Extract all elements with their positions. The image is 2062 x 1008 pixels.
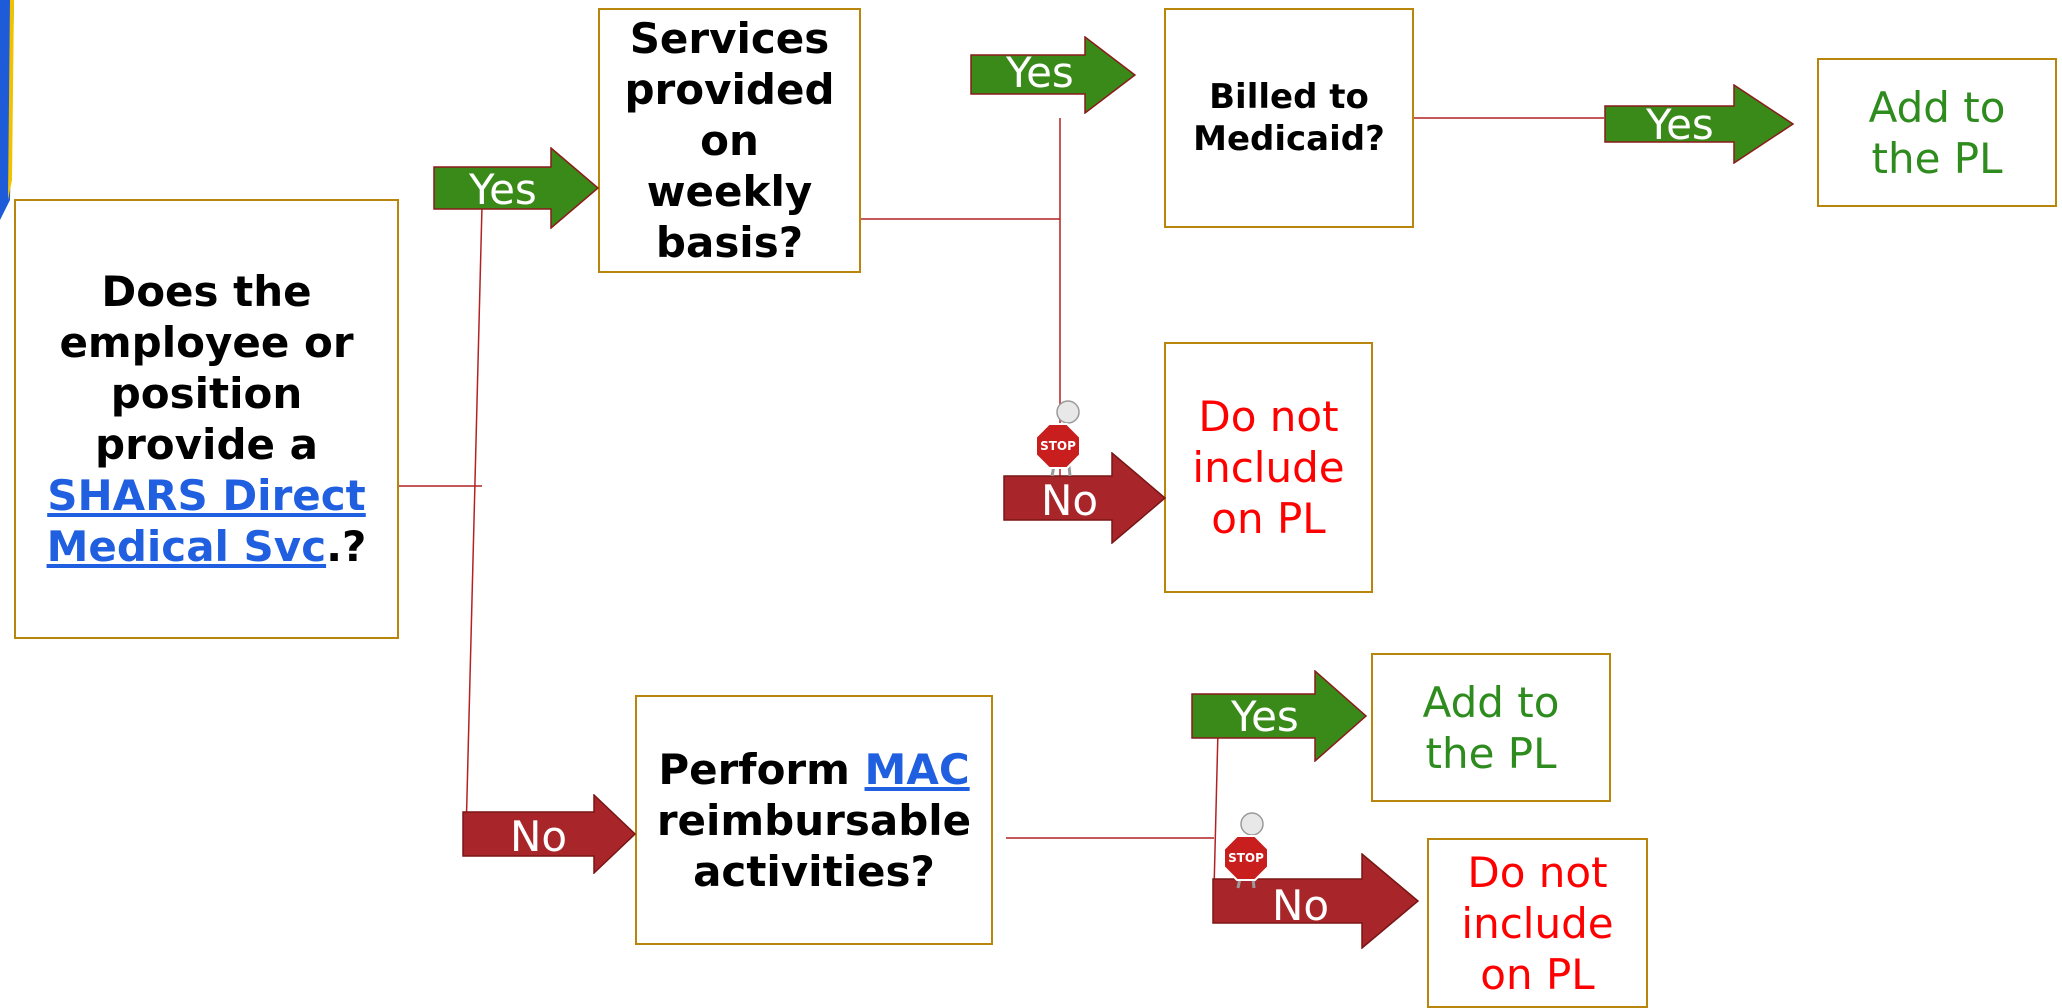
no-label: No (1272, 881, 1330, 930)
yes-arrow: Yes (970, 36, 1136, 114)
q2-line4: weekly (646, 167, 813, 216)
exclude-line1: Do not (1467, 847, 1608, 897)
question-billed-medicaid: Billed to Medicaid? (1164, 8, 1414, 228)
q4-prefix: Perform (658, 744, 865, 794)
question-mac-activities: Perform MAC reimbursable activities? (635, 695, 993, 945)
mac-link[interactable]: MAC (864, 744, 970, 794)
outcome-add-to-pl: Add to the PL (1371, 653, 1611, 802)
yes-label: Yes (1231, 692, 1299, 741)
slide-edge-decoration (0, 0, 14, 220)
q1-line1: Does the (101, 267, 312, 316)
outcome-do-not-include: Do not include on PL (1164, 342, 1373, 593)
exclude-line3: on PL (1211, 494, 1326, 543)
yes-label: Yes (469, 165, 537, 214)
stop-sign-figure-icon: STOP (1223, 810, 1274, 890)
question-shars-direct-medical: Does the employee or position provide a … (14, 199, 399, 639)
no-arrow: No (462, 794, 636, 874)
arrow-right-icon (462, 794, 636, 874)
arrow-right-icon (433, 147, 599, 229)
yes-arrow: Yes (1604, 84, 1794, 164)
stop-text: STOP (1228, 851, 1264, 865)
q1-line2: employee or (59, 318, 354, 367)
exclude-line1: Do not (1198, 392, 1339, 441)
stop-sign-figure-icon: STOP (1035, 398, 1086, 478)
yes-arrow: Yes (433, 147, 599, 229)
add-pl-line1: Add to (1422, 677, 1560, 727)
q3-line2: Medicaid? (1193, 119, 1385, 159)
yes-label: Yes (1006, 48, 1074, 97)
outcome-do-not-include: Do not include on PL (1427, 838, 1648, 1008)
arrow-right-icon (1604, 84, 1794, 164)
no-label: No (510, 812, 568, 861)
arrow-right-icon (970, 36, 1136, 114)
q4-line3: activities? (693, 846, 935, 896)
q2-line3: on (700, 116, 759, 165)
yes-arrow: Yes (1191, 670, 1367, 762)
q4-line2: reimbursable (656, 795, 972, 845)
no-arrow: No (1212, 853, 1419, 949)
arrow-right-icon (1003, 452, 1166, 544)
q2-line5: basis? (655, 218, 804, 267)
shars-direct-link[interactable]: SHARS Direct (47, 471, 366, 520)
medical-svc-link[interactable]: Medical Svc (46, 522, 327, 571)
question-weekly-services: Services provided on weekly basis? (598, 8, 861, 273)
add-pl-line2: the PL (1871, 133, 2003, 183)
no-arrow: No (1003, 452, 1166, 544)
add-pl-line1: Add to (1868, 82, 2006, 132)
arrow-right-icon (1191, 670, 1367, 762)
exclude-line3: on PL (1480, 949, 1595, 999)
q3-line1: Billed to (1209, 77, 1369, 117)
q1-line4: provide a (95, 420, 318, 469)
stop-text: STOP (1040, 439, 1076, 453)
q1-suffix: .? (326, 522, 367, 571)
q2-line1: Services (629, 14, 830, 63)
arrow-right-icon (1212, 853, 1419, 949)
yes-label: Yes (1646, 100, 1714, 149)
no-label: No (1041, 476, 1099, 525)
exclude-line2: include (1461, 898, 1614, 948)
outcome-add-to-pl: Add to the PL (1817, 58, 2057, 207)
q1-line3: position (110, 369, 303, 418)
q2-line2: provided (624, 65, 835, 114)
exclude-line2: include (1192, 443, 1345, 492)
add-pl-line2: the PL (1425, 728, 1557, 778)
